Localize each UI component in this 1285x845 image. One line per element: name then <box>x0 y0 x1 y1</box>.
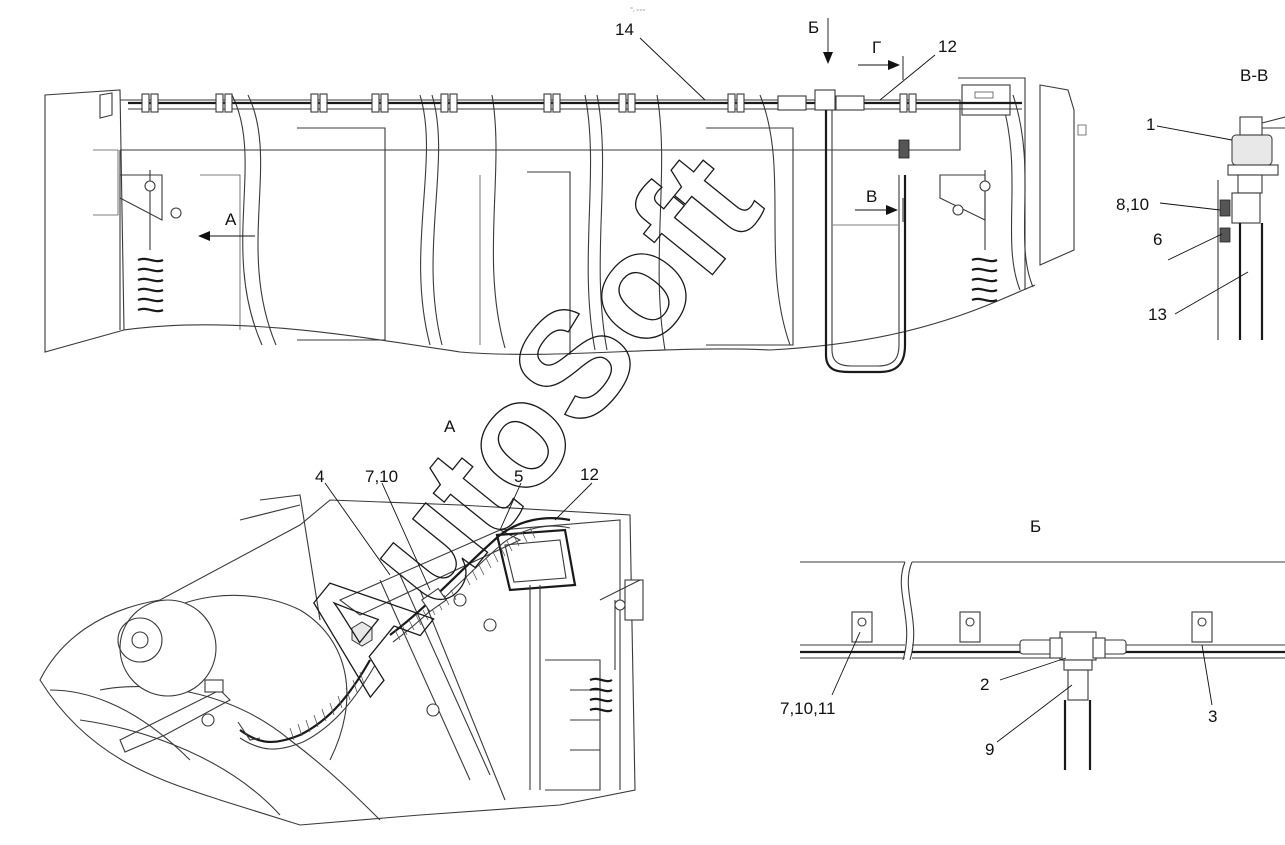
callout-12-main: 12 <box>938 37 957 56</box>
callout-1: 1 <box>1146 115 1155 134</box>
view-b <box>800 561 1285 770</box>
callout-9: 9 <box>985 740 994 759</box>
view-b-title: Б <box>1030 517 1041 536</box>
left-spring-assembly <box>119 170 182 313</box>
section-vv-title: В-В <box>1240 66 1268 85</box>
tiny-mark: ⁼‚ ₌₌₌ <box>630 7 646 13</box>
callout-2: 2 <box>980 675 989 694</box>
tube-clamps <box>141 89 917 113</box>
callout-13: 13 <box>1148 305 1167 324</box>
callout-3: 3 <box>1208 707 1217 726</box>
callout-14: 14 <box>615 20 634 39</box>
callout-7-10-11: 7,10,11 <box>780 699 835 718</box>
watermark-text: AutoSoft <box>262 122 791 720</box>
view-a <box>39 482 644 826</box>
section-vv-view <box>1156 116 1285 340</box>
view-a-marker: А <box>225 210 237 229</box>
section-g-marker: Г <box>872 38 881 57</box>
section-b-marker: Б <box>808 18 819 37</box>
callout-8-10: 8,10 <box>1116 195 1149 214</box>
callout-4: 4 <box>315 467 324 486</box>
callout-5: 5 <box>514 467 523 486</box>
view-a-title: А <box>444 417 456 436</box>
right-spring-assembly <box>939 170 998 303</box>
callout-7-10: 7,10 <box>365 467 398 486</box>
section-v-marker: В <box>866 187 877 206</box>
main-view <box>44 18 1087 374</box>
callout-6: 6 <box>1153 230 1162 249</box>
callout-12-a: 12 <box>580 465 599 484</box>
